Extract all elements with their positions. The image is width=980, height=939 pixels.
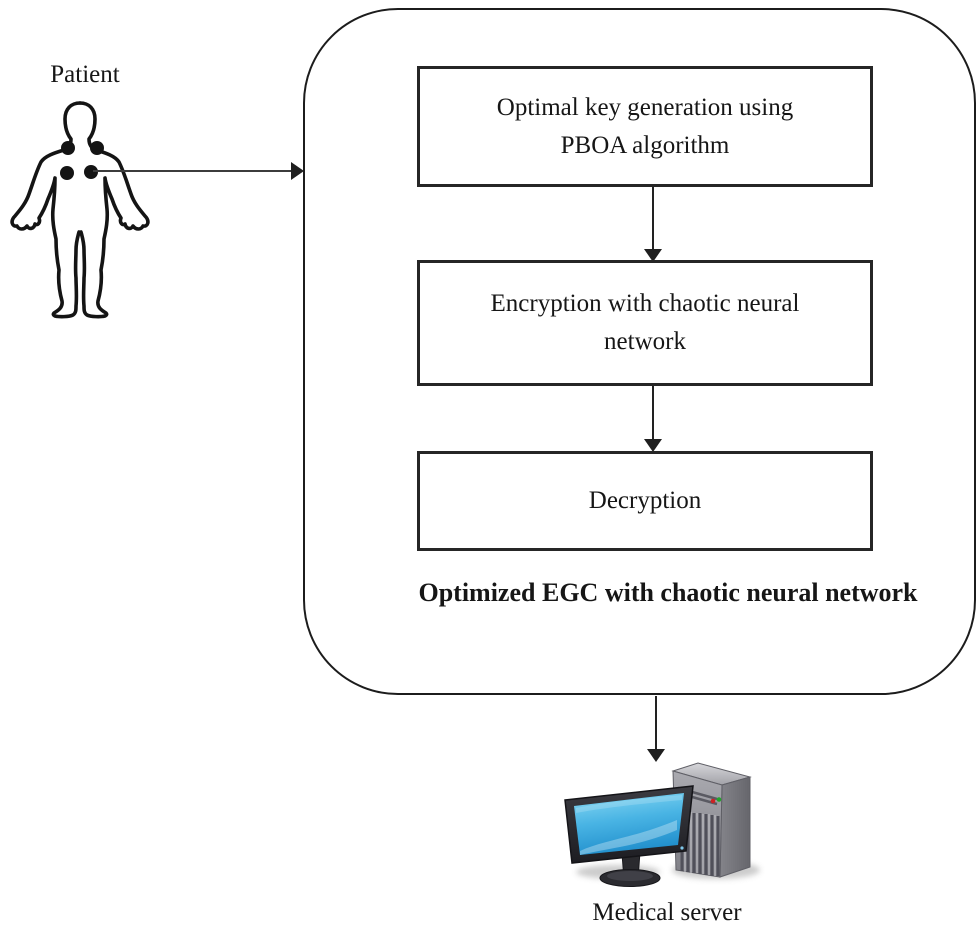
system-boundary: [303, 8, 976, 695]
server-label: Medical server: [592, 899, 742, 926]
step-decryption-box: Decryption: [417, 451, 873, 551]
body-sensor-dots: [60, 141, 104, 180]
medical-server-icon: [564, 762, 760, 887]
arrowhead-down-icon: [647, 749, 665, 762]
tower-led-green: [716, 797, 722, 802]
arrow-system-to-server-line: [655, 696, 657, 750]
step-label-line: PBOA algorithm: [560, 131, 730, 159]
tower-led-red: [710, 798, 716, 804]
step-label-line: Decryption: [588, 487, 702, 514]
step-encryption-box: Encryption with chaotic neural network: [417, 260, 873, 386]
system-caption: Optimized EGC with chaotic neural networ…: [418, 578, 918, 607]
arrowhead-down-icon: [644, 439, 662, 452]
arrowhead-down-icon: [644, 249, 662, 262]
monitor-icon: [564, 785, 694, 864]
arrow-step2-to-step3-line: [652, 386, 654, 440]
step-label-line: Encryption with chaotic neural: [490, 290, 800, 317]
arrow-patient-to-system-line: [93, 170, 291, 172]
arrow-step1-to-step2-line: [652, 187, 654, 250]
patient-label: Patient: [50, 61, 120, 88]
step-key-generation-box: Optimal key generation using PBOA algori…: [417, 66, 873, 187]
arrowhead-right-icon: [291, 162, 304, 180]
step-label-line: network: [604, 328, 686, 355]
patient-figure-icon: [10, 101, 150, 319]
step-label-line: Optimal key generation using: [496, 93, 794, 121]
